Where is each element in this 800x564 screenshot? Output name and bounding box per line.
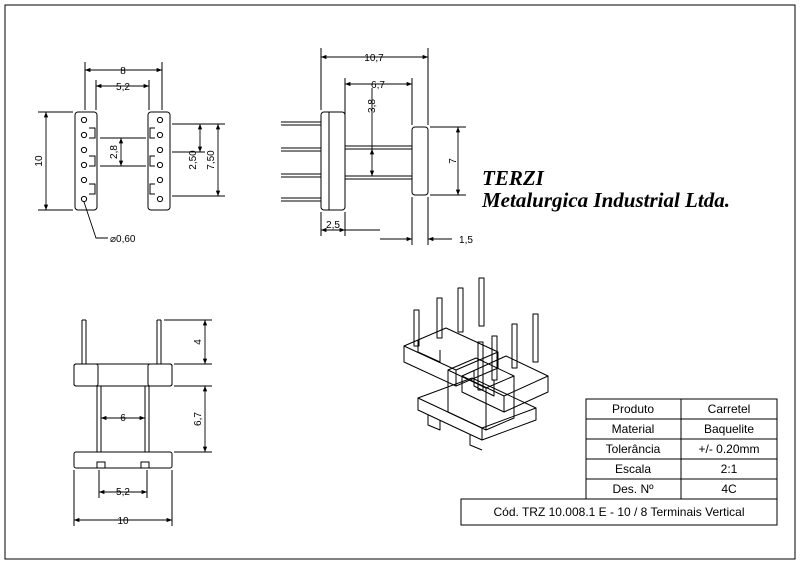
title-block-value: +/- 0.20mm (698, 442, 759, 456)
title-block-label: Material (612, 422, 655, 436)
company-subtitle: Metalurgica Industrial Ltda. (482, 188, 730, 212)
isometric-view (403, 277, 549, 451)
title-block (460, 398, 778, 526)
front-view-bottom-flange (73, 451, 173, 469)
dim-span-750: 7,50 (206, 150, 217, 170)
dim-side-15: 1,5 (459, 235, 473, 246)
front-view (73, 319, 212, 526)
dim-front-4: 4 (193, 339, 204, 345)
dim-side-7: 7 (448, 158, 459, 164)
dim-front-67: 6,7 (193, 412, 204, 426)
top-view-left-rail (74, 111, 98, 211)
title-block-label: Escala (615, 462, 651, 476)
dim-side-25: 2,5 (326, 220, 340, 231)
dim-top-height: 10 (34, 155, 45, 167)
dim-front-52: 5,2 (116, 487, 130, 498)
side-view-left-flange (320, 111, 346, 211)
company-name: TERZI (482, 166, 544, 190)
dim-pitch-250: 2,50 (188, 150, 199, 170)
dim-front-10: 10 (117, 516, 129, 527)
dim-side-38: 3,8 (367, 99, 378, 113)
title-block-label: Des. Nº (612, 482, 654, 496)
title-block-value: Carretel (708, 402, 751, 416)
title-block-value: 4C (721, 482, 737, 496)
front-view-top-flange (73, 363, 173, 387)
title-block-label: Produto (612, 402, 654, 416)
dim-side-width: 10,7 (364, 53, 384, 64)
top-view (38, 62, 225, 211)
title-block-value: 2:1 (721, 462, 738, 476)
dim-pin-diameter: ⌀0,60 (110, 234, 136, 245)
sheet-border (4, 4, 796, 560)
side-view (281, 48, 466, 245)
dim-pitch-28: 2,8 (109, 145, 120, 159)
title-block-label: Tolerância (606, 442, 661, 456)
title-block-code: Cód. TRZ 10.008.1 E - 10 / 8 Terminais V… (493, 505, 744, 519)
dim-top-width: 8 (120, 66, 126, 77)
top-view-right-rail (147, 111, 171, 211)
side-view-right-flange (411, 126, 429, 196)
dim-front-6: 6 (120, 413, 126, 424)
dim-top-pin-span: 5,2 (116, 82, 130, 93)
dim-side-67: 6,7 (371, 80, 385, 91)
title-block-value: Baquelite (704, 422, 754, 436)
